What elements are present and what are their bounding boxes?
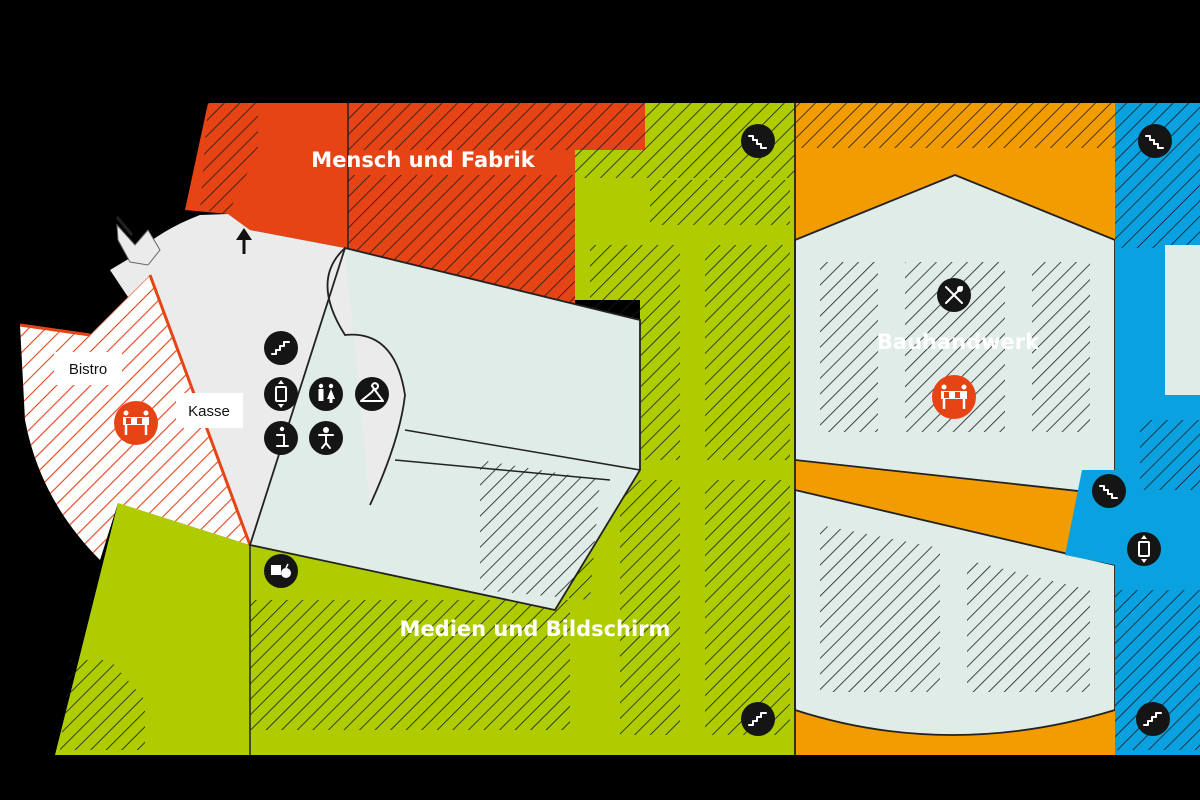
construction-barrier-icon (932, 375, 976, 419)
zone-blue[interactable] (1065, 103, 1200, 755)
zone-medien-und-bildschirm[interactable] (55, 103, 795, 755)
stairs-icon (264, 331, 298, 365)
food-icon (264, 554, 298, 588)
elevator-icon (1127, 532, 1161, 566)
label-kasse: Kasse (188, 403, 230, 420)
stairs-icon (741, 702, 775, 736)
stairs-icon (1138, 124, 1172, 158)
zone-bauhandwerk[interactable] (794, 103, 1116, 755)
elevator-icon (264, 377, 298, 411)
restaurant-icon (937, 278, 971, 312)
stairs-icon (741, 124, 775, 158)
entrance-marker-icon (115, 216, 161, 266)
stairs-icon (1092, 474, 1126, 508)
construction-barrier-icon (114, 401, 158, 445)
entrance-arrow-icon (236, 228, 252, 254)
toilets-icon (309, 377, 343, 411)
central-hall (248, 246, 641, 612)
zone-label-medien-und-bildschirm: Medien und Bildschirm (400, 617, 671, 641)
baby-changing-icon (309, 421, 343, 455)
zone-label-mensch-und-fabrik: Mensch und Fabrik (311, 148, 535, 172)
zone-mensch-und-fabrik[interactable] (185, 103, 645, 305)
zone-label-bauhandwerk: Bauhandwerk (877, 330, 1040, 354)
cloakroom-icon (355, 377, 389, 411)
stairs-icon (1136, 702, 1170, 736)
label-bistro: Bistro (69, 361, 107, 378)
info-icon (264, 421, 298, 455)
